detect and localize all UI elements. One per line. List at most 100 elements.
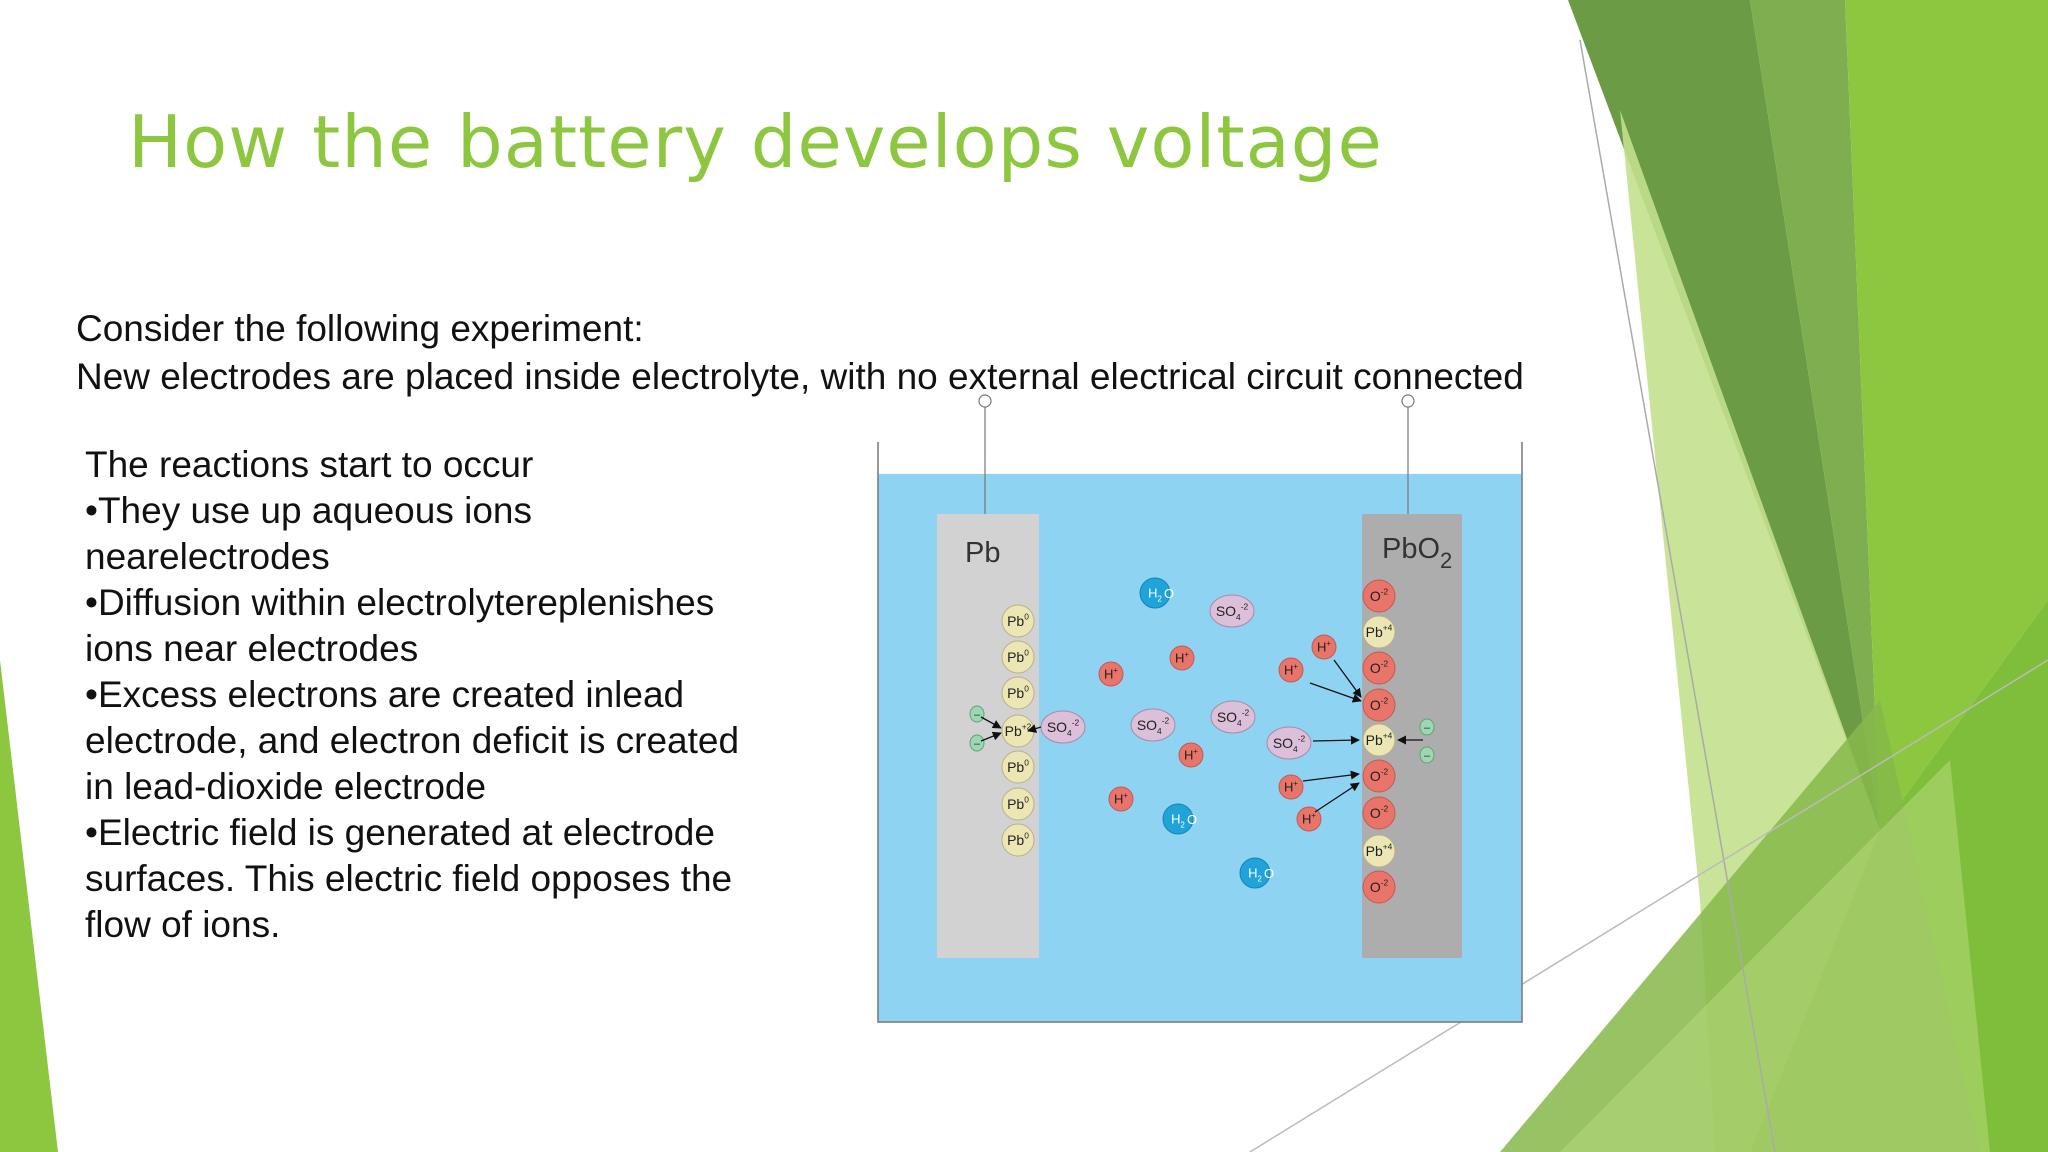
water-label-o: O (1187, 812, 1197, 827)
sulfate-ion (1266, 726, 1312, 760)
reaction-arrow (1333, 659, 1362, 698)
water-molecule: H2 (1148, 586, 1162, 604)
oxide-ion: O-2 (1370, 804, 1389, 821)
particle-shape (1362, 834, 1396, 868)
particle-shape (1001, 823, 1035, 857)
water-label-o: O (1164, 586, 1174, 601)
electron-label: – (974, 738, 981, 750)
reaction-arrow (1314, 782, 1360, 813)
electron (969, 734, 985, 752)
oxide-ion: O-2 (1370, 696, 1389, 713)
reaction-arrow (1309, 682, 1362, 703)
lead-atom: Pb0 (1007, 831, 1029, 848)
sulfate-ion-label: SO4-2 (1217, 708, 1250, 729)
oxide-ion: O-2 (1370, 587, 1389, 604)
lead-atom: Pb0 (1007, 795, 1029, 812)
oxide-ion: O-2 (1370, 878, 1389, 895)
body-line: •Diffusion within electrolytereplenishes (85, 582, 715, 623)
lead-dioxide-ion: Pb+4 (1366, 842, 1393, 859)
intro-line-2: New electrodes are placed inside electro… (76, 356, 1524, 397)
electron (969, 705, 985, 723)
particle-shape (1311, 634, 1337, 660)
reaction-arrow (980, 716, 1002, 729)
particle-shape (1001, 640, 1035, 674)
lead-atom: Pb0 (1007, 648, 1029, 665)
lead-ion: Pb+2 (1005, 722, 1032, 739)
hydrogen-ion: H+ (1302, 811, 1316, 827)
sulfate-ion-label: SO4-2 (1216, 602, 1249, 623)
oxide-ion: O-2 (1370, 659, 1389, 676)
particle-shape (1278, 774, 1304, 800)
body-line: •They use up aqueous ions (85, 490, 532, 531)
particle-shape (1239, 857, 1271, 889)
battery-diagram: Pb PbO2 Pb0Pb0Pb0Pb+2Pb0Pb0Pb0O-2Pb+4O-2… (877, 394, 1523, 1023)
body-line: in lead-dioxide electrode (85, 766, 487, 807)
particle-shape (1178, 742, 1204, 768)
particle-shape (1362, 796, 1396, 830)
right-terminal (1401, 394, 1415, 408)
reaction-arrow (1302, 770, 1360, 782)
left-electrode-label: Pb (965, 537, 1000, 569)
sulfate-ion-label: SO4-2 (1137, 716, 1170, 737)
particle-shape (1001, 604, 1035, 638)
lead-atom: Pb0 (1007, 612, 1029, 629)
sulfate-ion-label: SO4-2 (1273, 734, 1306, 755)
body-line: flow of ions. (85, 904, 281, 945)
hydrogen-ion: H+ (1317, 639, 1331, 655)
particle-shape (1362, 615, 1396, 649)
body-line: ions near electrodes (85, 628, 419, 669)
water-molecule: H2 (1248, 866, 1262, 884)
lead-dioxide-ion: Pb+4 (1366, 731, 1393, 748)
body-line: •Electric field is generated at electrod… (85, 812, 715, 853)
particle-shape (1169, 645, 1195, 671)
reaction-arrow (1312, 735, 1360, 745)
hydrogen-ion: H+ (1284, 779, 1298, 795)
container-outline (877, 442, 1523, 1023)
particle-shape (1098, 661, 1124, 687)
oxide-ion: O-2 (1370, 767, 1389, 784)
particle-shape (1362, 723, 1396, 757)
lead-atom: Pb0 (1007, 684, 1029, 701)
sulfate-ion (1130, 708, 1176, 742)
particle-shape (1362, 870, 1396, 904)
body-line: electrode, and electron deficit is creat… (85, 720, 740, 761)
hydrogen-ion: H+ (1184, 747, 1198, 763)
particle-shape (1001, 676, 1035, 710)
particle-shape (1362, 579, 1396, 613)
particle-shape (1362, 688, 1396, 722)
sulfate-ion (1210, 700, 1256, 734)
reaction-arrow (1027, 724, 1042, 733)
reaction-arrow (980, 731, 1002, 742)
electron (1419, 746, 1435, 764)
sulfate-ion-label: SO4-2 (1047, 718, 1080, 739)
electron-label: – (1424, 750, 1431, 762)
hydrogen-ion: H+ (1284, 662, 1298, 678)
water-molecule: H2 (1171, 812, 1185, 830)
electron-label: – (1424, 722, 1431, 734)
body-line: •Excess electrons are created inlead (85, 674, 685, 715)
body-line: surfaces. This electric field opposes th… (85, 858, 733, 899)
body-text: The reactions start to occur •They use u… (85, 442, 805, 948)
right-electrode-label: PbO2 (1382, 533, 1452, 573)
hydrogen-ion: H+ (1104, 666, 1118, 682)
particle-shape (1296, 806, 1322, 832)
particle-shape (1278, 657, 1304, 683)
body-line: nearelectrodes (85, 536, 330, 577)
particle-shape (1362, 759, 1396, 793)
hydrogen-ion: H+ (1114, 791, 1128, 807)
slide-title: How the battery develops voltage (128, 100, 1383, 184)
particle-shape (1001, 750, 1035, 784)
particle-shape (1139, 577, 1171, 609)
body-line: The reactions start to occur (85, 444, 534, 485)
electron-label: – (974, 709, 981, 721)
electron (1419, 718, 1435, 736)
water-label-o: O (1264, 866, 1274, 881)
lead-dioxide-ion: Pb+4 (1366, 623, 1393, 640)
particle-shape (1001, 787, 1035, 821)
particle-shape (1162, 803, 1194, 835)
intro-line-1: Consider the following experiment: (76, 308, 644, 349)
sulfate-ion (1209, 594, 1255, 628)
particle-shape (1362, 651, 1396, 685)
left-terminal (978, 394, 992, 408)
